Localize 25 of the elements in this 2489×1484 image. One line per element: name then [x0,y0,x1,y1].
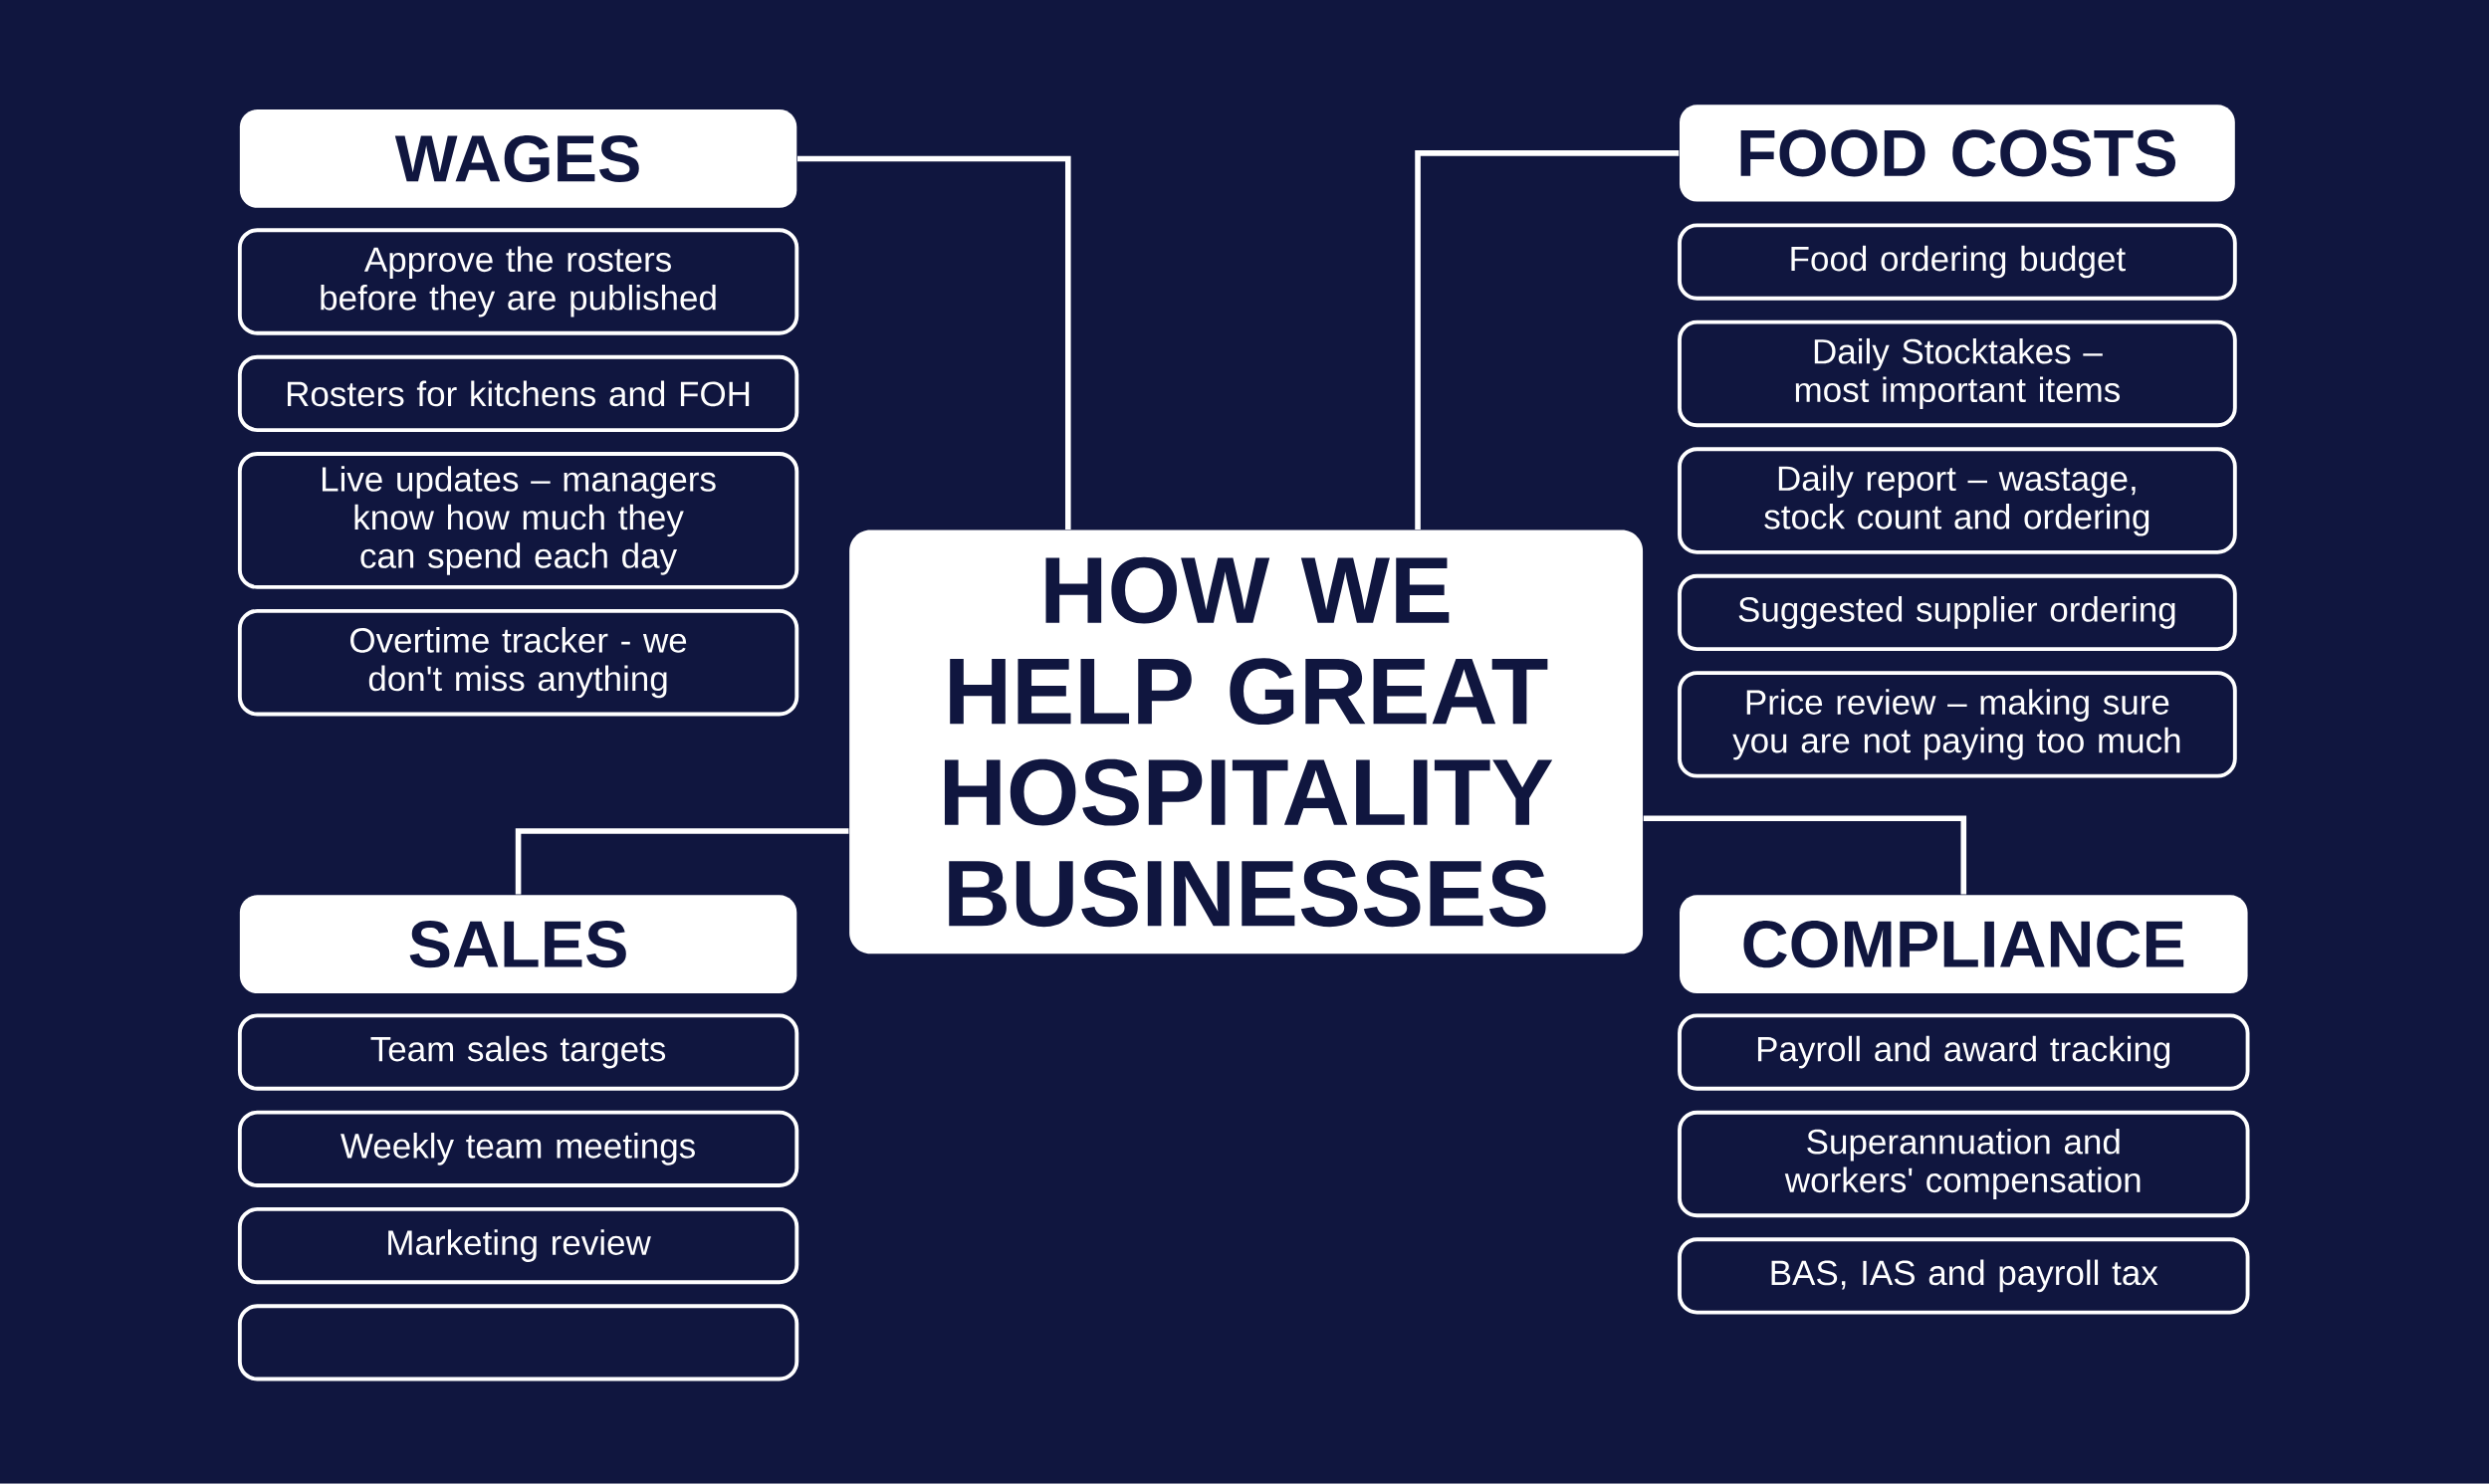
item-box: Weekly team meetings [237,1110,799,1188]
connector-line [515,828,849,895]
item-box: BAS, IAS and payroll tax [1678,1237,2250,1315]
item-box: Approve the rosters before they are published [237,228,799,335]
item-box: Team sales targets [237,1013,799,1091]
connector-line [1643,815,1967,895]
item-box: Food ordering budget [1678,223,2237,301]
item-box: Superannuation and workers' compensation [1678,1110,2250,1218]
category-header: FOOD COSTS [1680,105,2235,202]
item-box: Suggested supplier ordering [1678,574,2237,652]
item-box: Live updates – managers know how much they can spend each day [237,452,799,589]
item-box: Price review – making sure you are not paying too much [1678,671,2237,778]
connector-line [1415,150,1680,530]
category-header: WAGES [239,109,797,208]
item-box: Marketing review [237,1207,799,1285]
item-box: Daily report – wastage, stock count and ordering [1678,447,2237,554]
category-header: COMPLIANCE [1680,895,2248,994]
item-box: Daily Stocktakes – most important items [1678,319,2237,428]
item-box: Rosters for kitchens and FOH [237,354,799,433]
central-title-box: HOW WE HELP GREAT HOSPITALITY BUSINESSES [849,530,1644,954]
item-box: Overtime tracker - we don't miss anything [237,609,799,717]
category-header: SALES [239,895,797,994]
item-box: Payroll and award tracking [1678,1013,2250,1091]
empty-box [237,1304,799,1381]
connector-line [797,155,1071,530]
